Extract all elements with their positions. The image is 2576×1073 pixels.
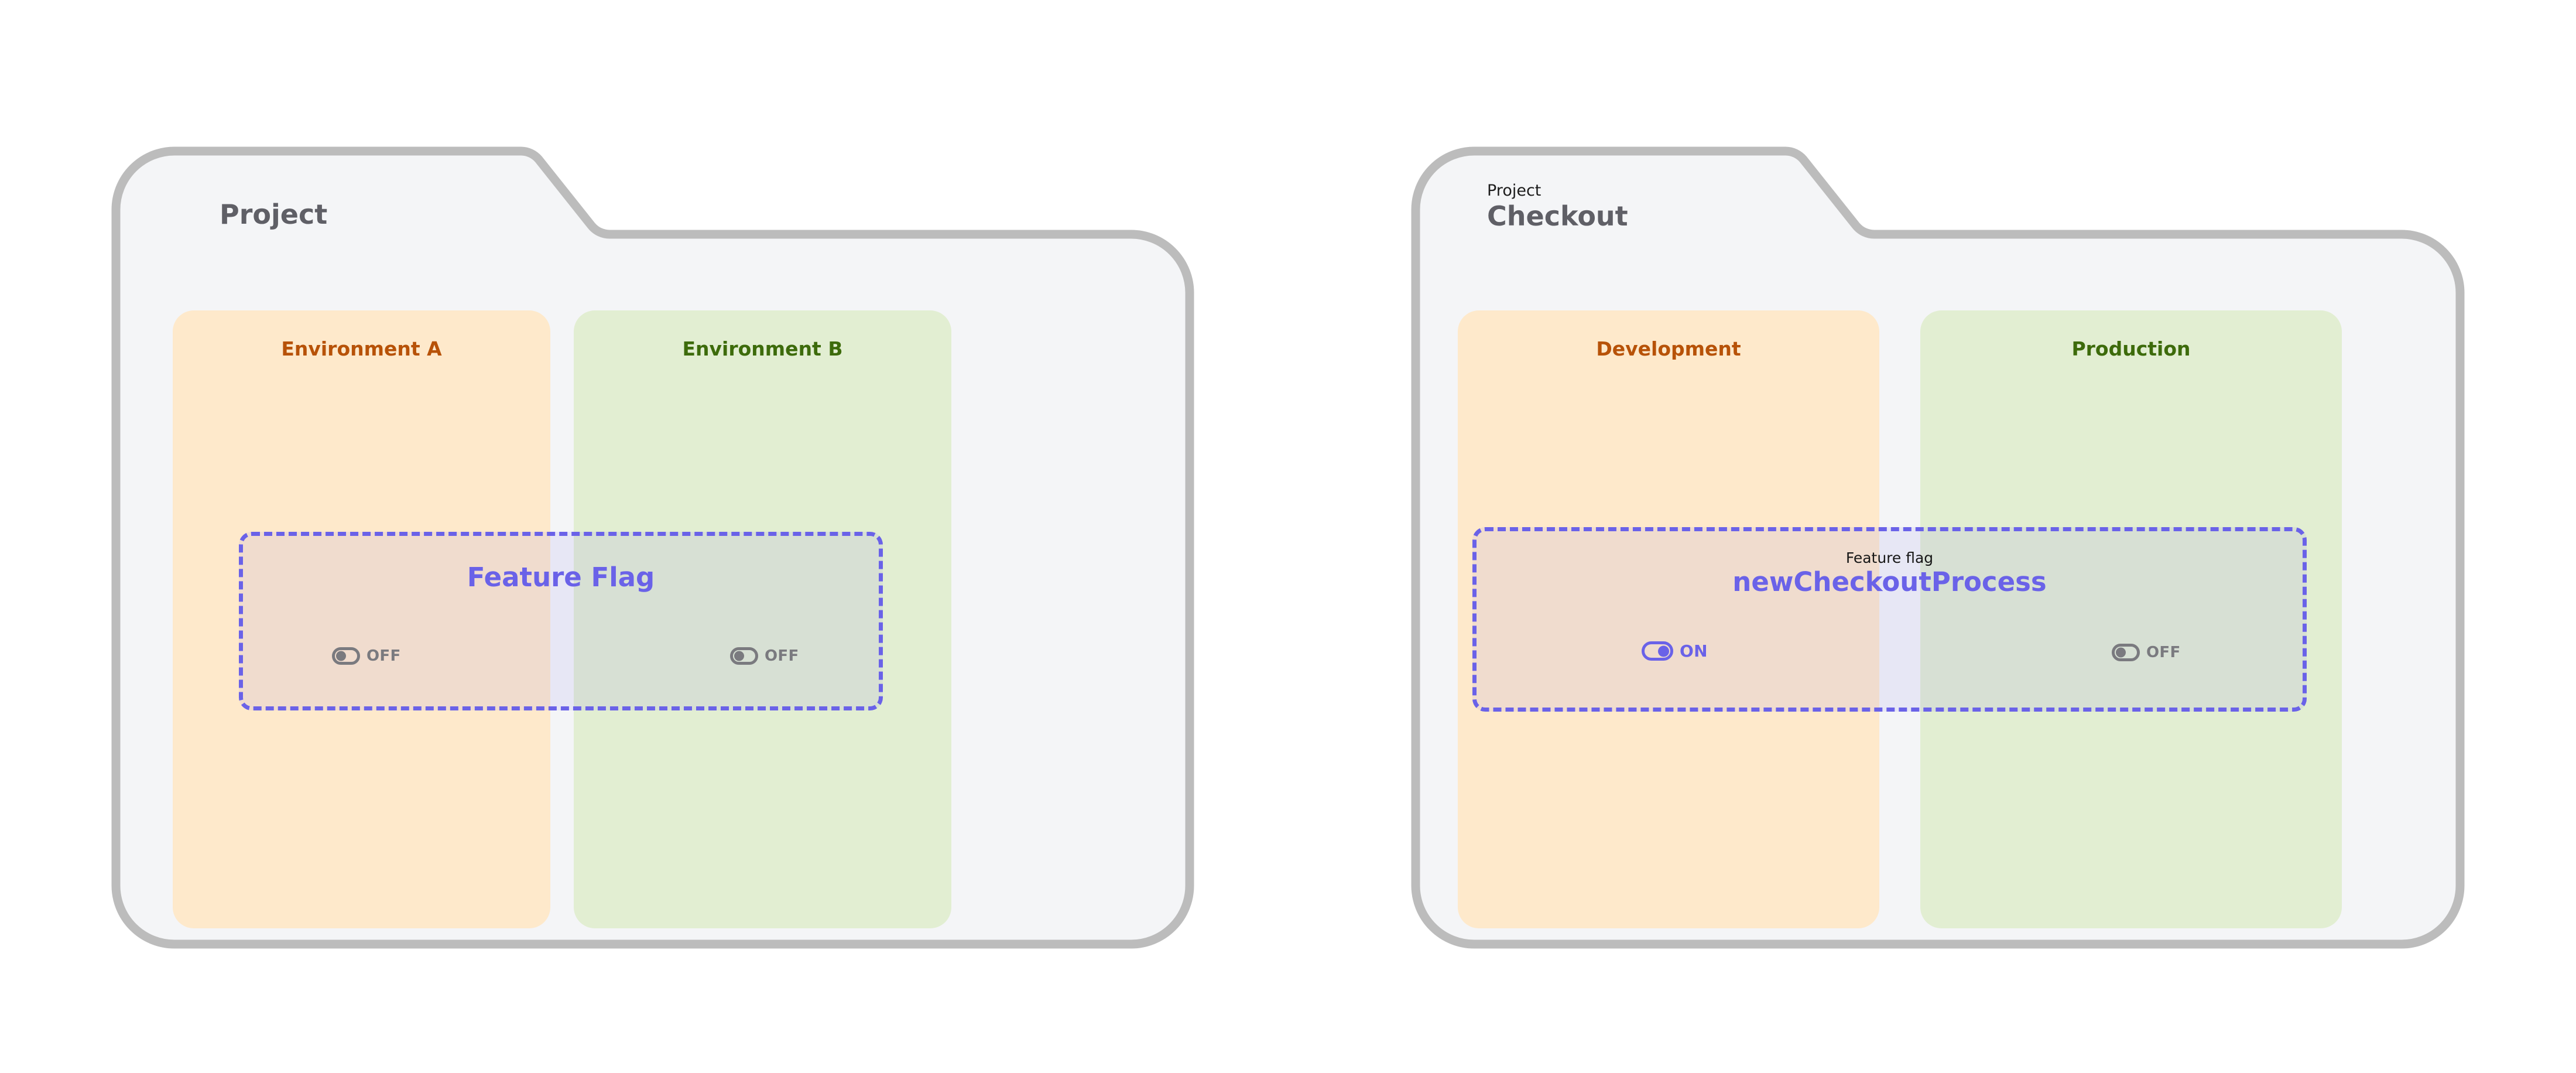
folder-tab-name: Project: [220, 198, 328, 230]
feature-flag-overlay-checkout[interactable]: Feature flag newCheckoutProcess ON OFF: [1472, 527, 2307, 712]
toggle-knob-icon: [336, 651, 346, 661]
toggle-switch-icon[interactable]: [2112, 644, 2140, 661]
toggle-state-label: OFF: [765, 647, 799, 665]
toggle-switch-icon[interactable]: [332, 647, 360, 665]
toggle-knob-icon: [2116, 647, 2126, 658]
feature-flag-name: Feature Flag: [467, 562, 655, 593]
folder-tab-name: Checkout: [1487, 200, 1628, 232]
toggle-switch-icon[interactable]: [1642, 641, 1673, 661]
environment-card-1[interactable]: Environment B: [574, 310, 951, 928]
feature-flag-toggle-1[interactable]: OFF: [730, 647, 799, 665]
feature-flag-toggle-development[interactable]: ON: [1642, 641, 1708, 661]
toggle-knob-icon: [1658, 645, 1669, 657]
environment-card-production[interactable]: Production: [1920, 310, 2342, 928]
feature-flag-heading-checkout: Feature flag newCheckoutProcess: [1477, 550, 2303, 596]
project-folder-checkout: Project Checkout Development Production …: [1411, 146, 2465, 949]
feature-flag-toggle-0[interactable]: OFF: [332, 647, 401, 665]
environment-label-development: Development: [1596, 337, 1741, 360]
toggle-state-label: ON: [1680, 641, 1708, 661]
environment-label-0: Environment A: [281, 337, 442, 360]
folder-tab-title-checkout: Project Checkout: [1487, 157, 1838, 230]
folder-tab-title-generic: Project: [220, 158, 571, 228]
feature-flag-heading-generic: Feature Flag: [243, 563, 879, 592]
feature-flag-toggle-production[interactable]: OFF: [2112, 644, 2181, 661]
environment-card-0[interactable]: Environment A: [173, 310, 550, 928]
environment-card-development[interactable]: Development: [1458, 310, 1879, 928]
toggle-switch-icon[interactable]: [730, 647, 758, 665]
environment-label-production: Production: [2071, 337, 2191, 360]
project-folder-generic: Project Environment A Environment B Feat…: [111, 146, 1194, 949]
toggle-state-label: OFF: [2146, 644, 2181, 661]
feature-flag-kicker: Feature flag: [1845, 549, 1934, 566]
environment-label-1: Environment B: [682, 337, 843, 360]
toggle-knob-icon: [734, 651, 744, 661]
feature-flag-overlay-generic[interactable]: Feature Flag OFF OFF: [239, 532, 883, 710]
feature-flag-name: newCheckoutProcess: [1732, 566, 2047, 597]
toggle-state-label: OFF: [366, 647, 401, 665]
folder-tab-kicker: Project: [1487, 182, 1542, 200]
